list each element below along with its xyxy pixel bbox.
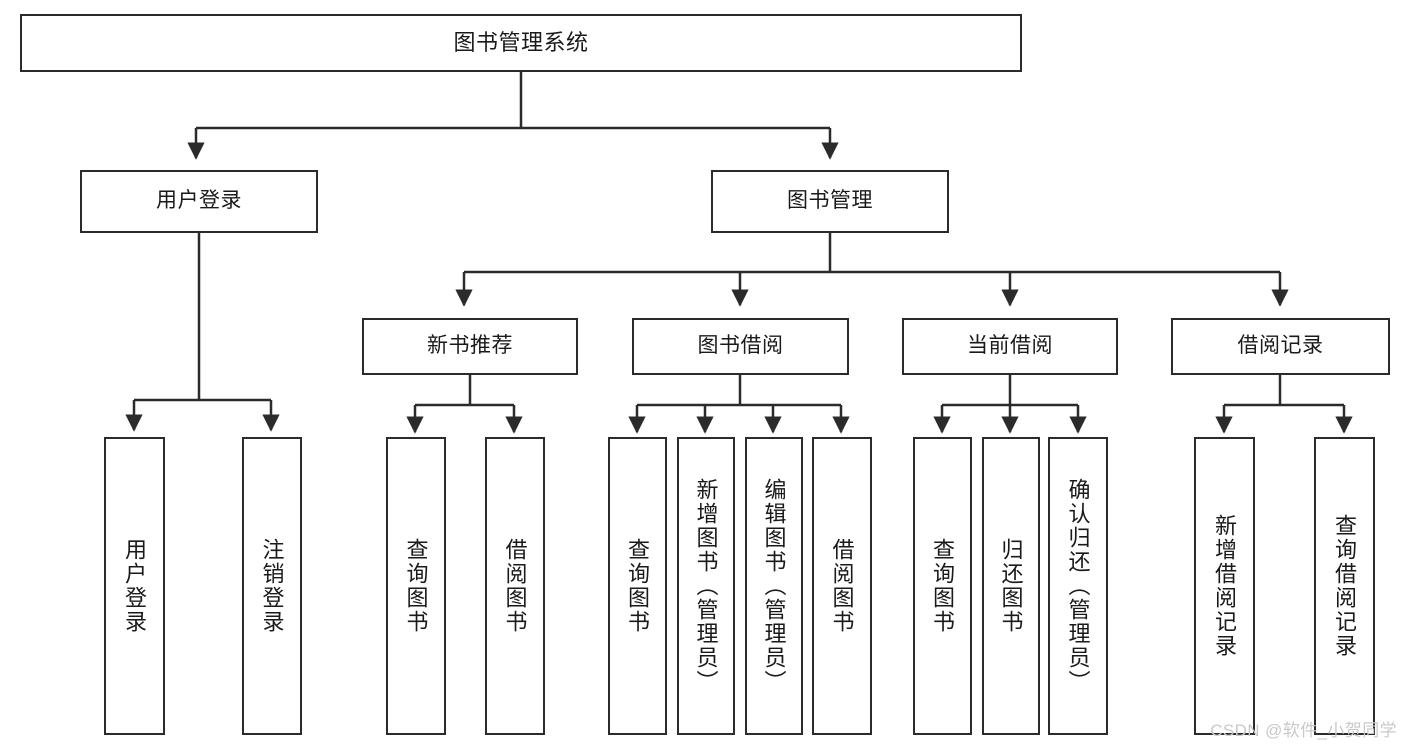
- leaf-user-login-signout[interactable]: 注销登录: [242, 437, 302, 735]
- node-label: 查询图书: [930, 538, 956, 634]
- node-label: 查询借阅记录: [1332, 514, 1358, 658]
- node-label: 图书管理: [787, 189, 873, 213]
- node-new-book-recommend[interactable]: 新书推荐: [362, 318, 578, 375]
- leaf-current-return-book[interactable]: 归还图书: [982, 437, 1040, 735]
- node-label: 借阅图书: [502, 538, 528, 634]
- node-book-borrow[interactable]: 图书借阅: [632, 318, 849, 375]
- leaf-record-query-record[interactable]: 查询借阅记录: [1314, 437, 1375, 735]
- node-label: 查询图书: [625, 538, 651, 634]
- leaf-borrow-edit-book-admin[interactable]: 编辑图书（管理员）: [745, 437, 803, 735]
- leaf-borrow-query-book[interactable]: 查询图书: [608, 437, 667, 735]
- node-label: 注销登录: [259, 538, 285, 634]
- node-label: 新增图书（管理员）: [693, 478, 719, 694]
- node-label: 新书推荐: [427, 334, 513, 358]
- node-user-login[interactable]: 用户登录: [80, 170, 318, 233]
- node-label: 新增借阅记录: [1212, 514, 1238, 658]
- node-label: 归还图书: [998, 538, 1024, 634]
- leaf-new-book-query[interactable]: 查询图书: [386, 437, 446, 735]
- leaf-user-login-signin[interactable]: 用户登录: [104, 437, 165, 735]
- node-label: 当前借阅: [967, 334, 1053, 358]
- node-label: 图书管理系统: [453, 30, 589, 56]
- leaf-current-confirm-return-admin[interactable]: 确认归还（管理员）: [1048, 437, 1108, 735]
- leaf-borrow-add-book-admin[interactable]: 新增图书（管理员）: [677, 437, 735, 735]
- node-label: 用户登录: [156, 189, 242, 213]
- leaf-borrow-borrow-book[interactable]: 借阅图书: [812, 437, 872, 735]
- node-current-borrow[interactable]: 当前借阅: [902, 318, 1118, 375]
- node-book-management[interactable]: 图书管理: [711, 170, 949, 233]
- node-label: 借阅记录: [1237, 334, 1324, 358]
- node-borrow-record[interactable]: 借阅记录: [1171, 318, 1390, 375]
- node-label: 图书借阅: [697, 334, 784, 358]
- node-root-system[interactable]: 图书管理系统: [20, 14, 1022, 72]
- csdn-watermark: CSDN @软件_小贺同学: [1210, 721, 1397, 740]
- leaf-new-book-borrow[interactable]: 借阅图书: [485, 437, 545, 735]
- node-label: 借阅图书: [829, 538, 855, 634]
- node-label: 编辑图书（管理员）: [761, 478, 787, 694]
- node-label: 用户登录: [122, 538, 148, 634]
- node-label: 查询图书: [403, 538, 429, 634]
- leaf-current-query-book[interactable]: 查询图书: [913, 437, 972, 735]
- leaf-record-add-record[interactable]: 新增借阅记录: [1194, 437, 1255, 735]
- node-label: 确认归还（管理员）: [1065, 478, 1091, 694]
